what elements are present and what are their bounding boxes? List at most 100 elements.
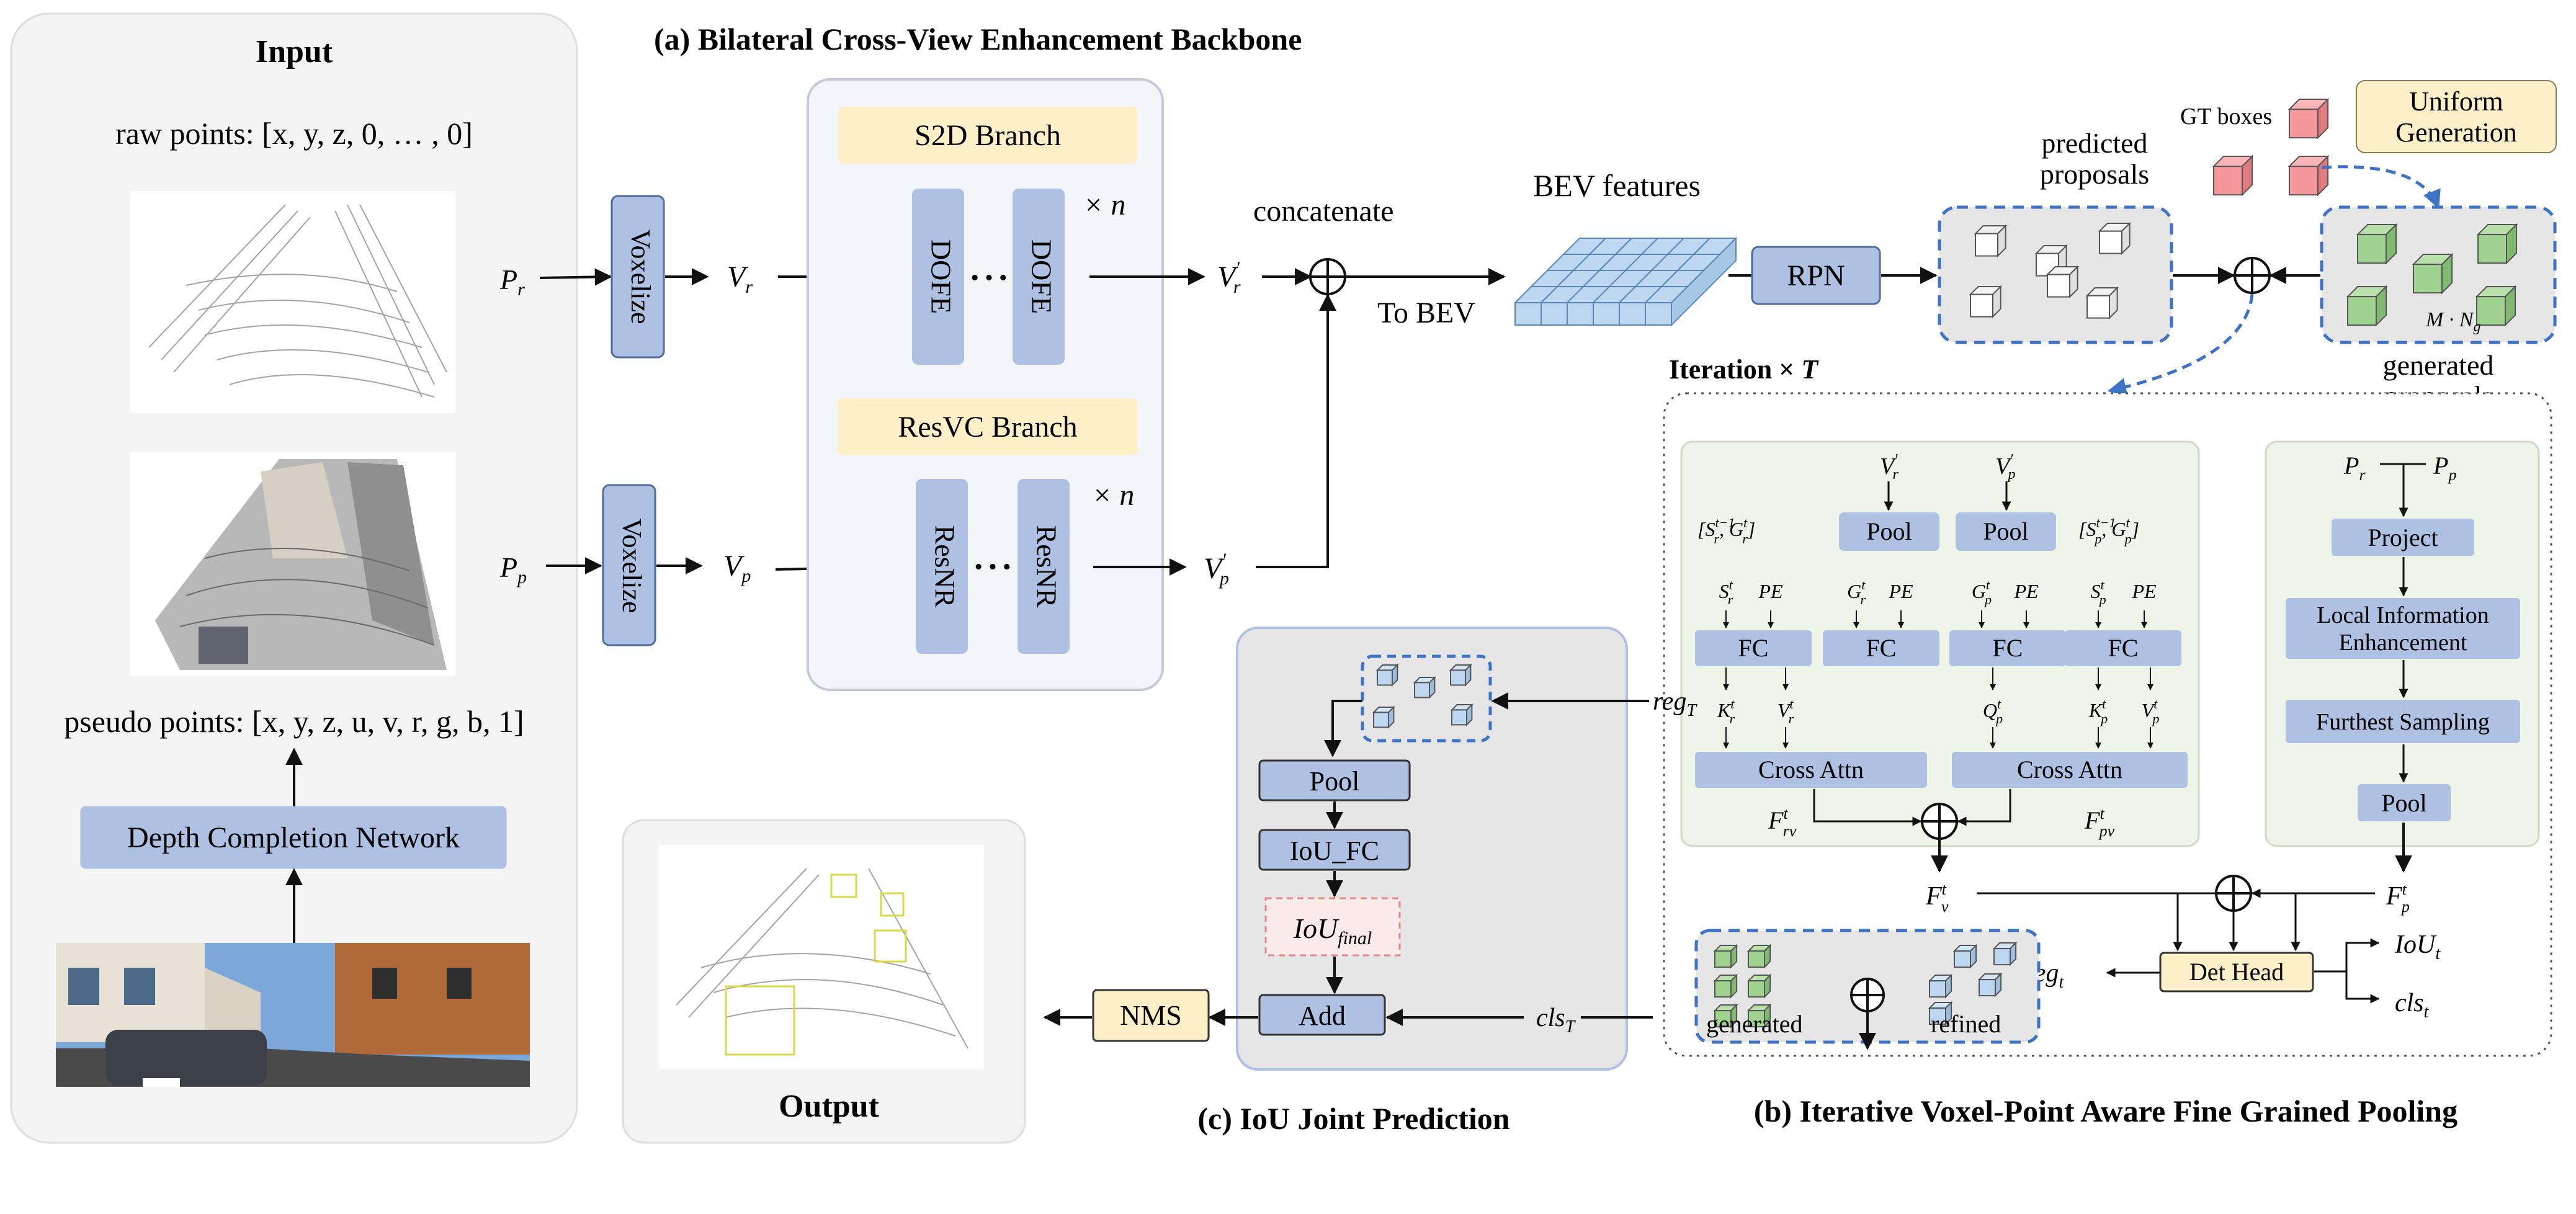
pool-label-iou: Pool — [1310, 766, 1360, 797]
generated-cube-small — [1746, 973, 1772, 999]
pool-label-r: Pool — [1866, 517, 1912, 545]
iter-pp-label: Pp — [2433, 452, 2456, 484]
furthest-sampling-box — [2286, 700, 2520, 743]
generated-small-label: generated — [1706, 1010, 1802, 1038]
generated-proposal-cube — [2476, 223, 2518, 265]
final-proposal-cube — [1372, 705, 1395, 729]
input-title: Input — [256, 34, 333, 69]
refined-cube-small — [1928, 973, 1953, 999]
fc-label: FC — [1866, 634, 1897, 662]
iter-vp-prime: V′p — [1995, 452, 2015, 483]
vp-label: Vp — [723, 550, 751, 586]
gt-box-cube — [2212, 154, 2254, 197]
fuse-circle-det — [2215, 875, 2252, 912]
project-label: Project — [2368, 524, 2438, 551]
dofe-box-2 — [1013, 189, 1065, 365]
backbone-title: (a) Bilateral Cross-View Enhancement Bac… — [654, 22, 1302, 56]
fc-box — [1695, 630, 1812, 666]
generated-proposal-cube — [2412, 252, 2454, 295]
pool-box-iou — [1258, 759, 1411, 801]
cross-attn-label-r: Cross Attn — [1758, 756, 1864, 783]
fc-input-label: PE — [1888, 580, 1913, 602]
pseudo-point-cloud-image — [130, 452, 455, 676]
furthest-sampling-label: Furthest Sampling — [2316, 709, 2490, 735]
dofe-times-n: × n — [1083, 189, 1125, 221]
generated-proposals-label-1: generated — [2383, 349, 2494, 381]
fc-label: FC — [1738, 634, 1769, 662]
arrow-vpprime-concat — [1256, 293, 1336, 568]
add-label: Add — [1299, 1001, 1346, 1031]
resnr-label-1: ResNR — [929, 525, 960, 608]
fc-box — [1823, 630, 1939, 666]
generated-proposal-cube — [2475, 285, 2517, 327]
fc-input-label: PE — [1758, 580, 1783, 602]
to-bev-label: To BEV — [1377, 297, 1475, 329]
generated-cube-small — [1713, 944, 1738, 969]
voxelize-label-raw: Voxelize — [625, 229, 656, 324]
nms-box — [1092, 989, 1210, 1042]
concat-circle — [1309, 258, 1346, 295]
generated-cube-small — [1746, 1003, 1772, 1029]
generated-cube-small — [1713, 1003, 1738, 1029]
dofe-label-1: DOFE — [925, 239, 957, 314]
gt-box-cube — [2288, 97, 2330, 140]
resvc-branch-box — [838, 398, 1138, 455]
input-panel: Input raw points: [x, y, z, 0, … , 0] — [10, 12, 578, 1144]
dofe-box-1 — [912, 189, 964, 365]
rpn-box — [1751, 246, 1881, 305]
resnr-dots: • • • — [975, 554, 1011, 580]
det-head-label: Det Head — [2189, 958, 2284, 986]
resnr-times-n: × n — [1092, 479, 1134, 512]
pool-label-right: Pool — [2381, 789, 2426, 817]
cross-attn-box-p — [1952, 752, 2188, 788]
vp-prime-label: V′p — [1204, 550, 1229, 589]
cls-t-label: clst — [2395, 989, 2430, 1022]
pool-label-p: Pool — [1983, 517, 2028, 545]
predicted-proposals-label-2: proposals — [2040, 158, 2149, 190]
bev-features-label: BEV features — [1533, 168, 1701, 203]
generated-cube-small — [1713, 973, 1738, 999]
m-ng-label: M · Ng — [2425, 308, 2481, 335]
combine-to-iteration-arrow — [2108, 293, 2254, 396]
resvc-branch-label: ResVC Branch — [898, 411, 1077, 444]
predicted-proposals-label-1: predicted — [2041, 127, 2147, 159]
proposals-section: predicted proposals GT boxes Uniform Gen… — [1938, 80, 2557, 412]
raw-point-cloud-image — [130, 191, 455, 413]
fc-input-label: PE — [2013, 580, 2039, 602]
final-proposal-cube — [1450, 703, 1474, 726]
generated-proposal-cube — [2356, 223, 2398, 265]
backbone-panel — [807, 78, 1164, 691]
pool-box-right — [2358, 784, 2451, 821]
generated-cube-small — [1746, 944, 1772, 969]
cross-attn-box-r — [1695, 752, 1927, 788]
output-title: Output — [779, 1089, 880, 1124]
iteration-title: Iteration × T — [1669, 354, 1819, 385]
local-info-box — [2286, 598, 2520, 659]
local-info-label-1: Local Information — [2317, 602, 2489, 628]
dofe-label-2: DOFE — [1026, 239, 1057, 314]
fc-box — [2065, 630, 2181, 666]
iou-joint-caption: (c) IoU Joint Prediction — [1197, 1101, 1509, 1136]
iou-fc-box — [1258, 829, 1411, 871]
local-info-label-2: Enhancement — [2339, 630, 2467, 656]
add-box — [1258, 994, 1386, 1036]
iou-joint-section: regT Pool IoU_FC IoUfinal Add clsT NMS (… — [1043, 627, 1697, 1136]
iou-fc-label: IoU_FC — [1290, 836, 1379, 866]
bev-side — [1671, 236, 1737, 327]
output-panel: Output — [622, 819, 1026, 1144]
predicted-proposal-cube — [1969, 285, 2003, 319]
cross-attn-label-p: Cross Attn — [2017, 756, 2122, 783]
final-proposal-cube — [1449, 663, 1472, 687]
camera-image — [56, 943, 530, 1087]
refine-circle — [1850, 978, 1885, 1012]
